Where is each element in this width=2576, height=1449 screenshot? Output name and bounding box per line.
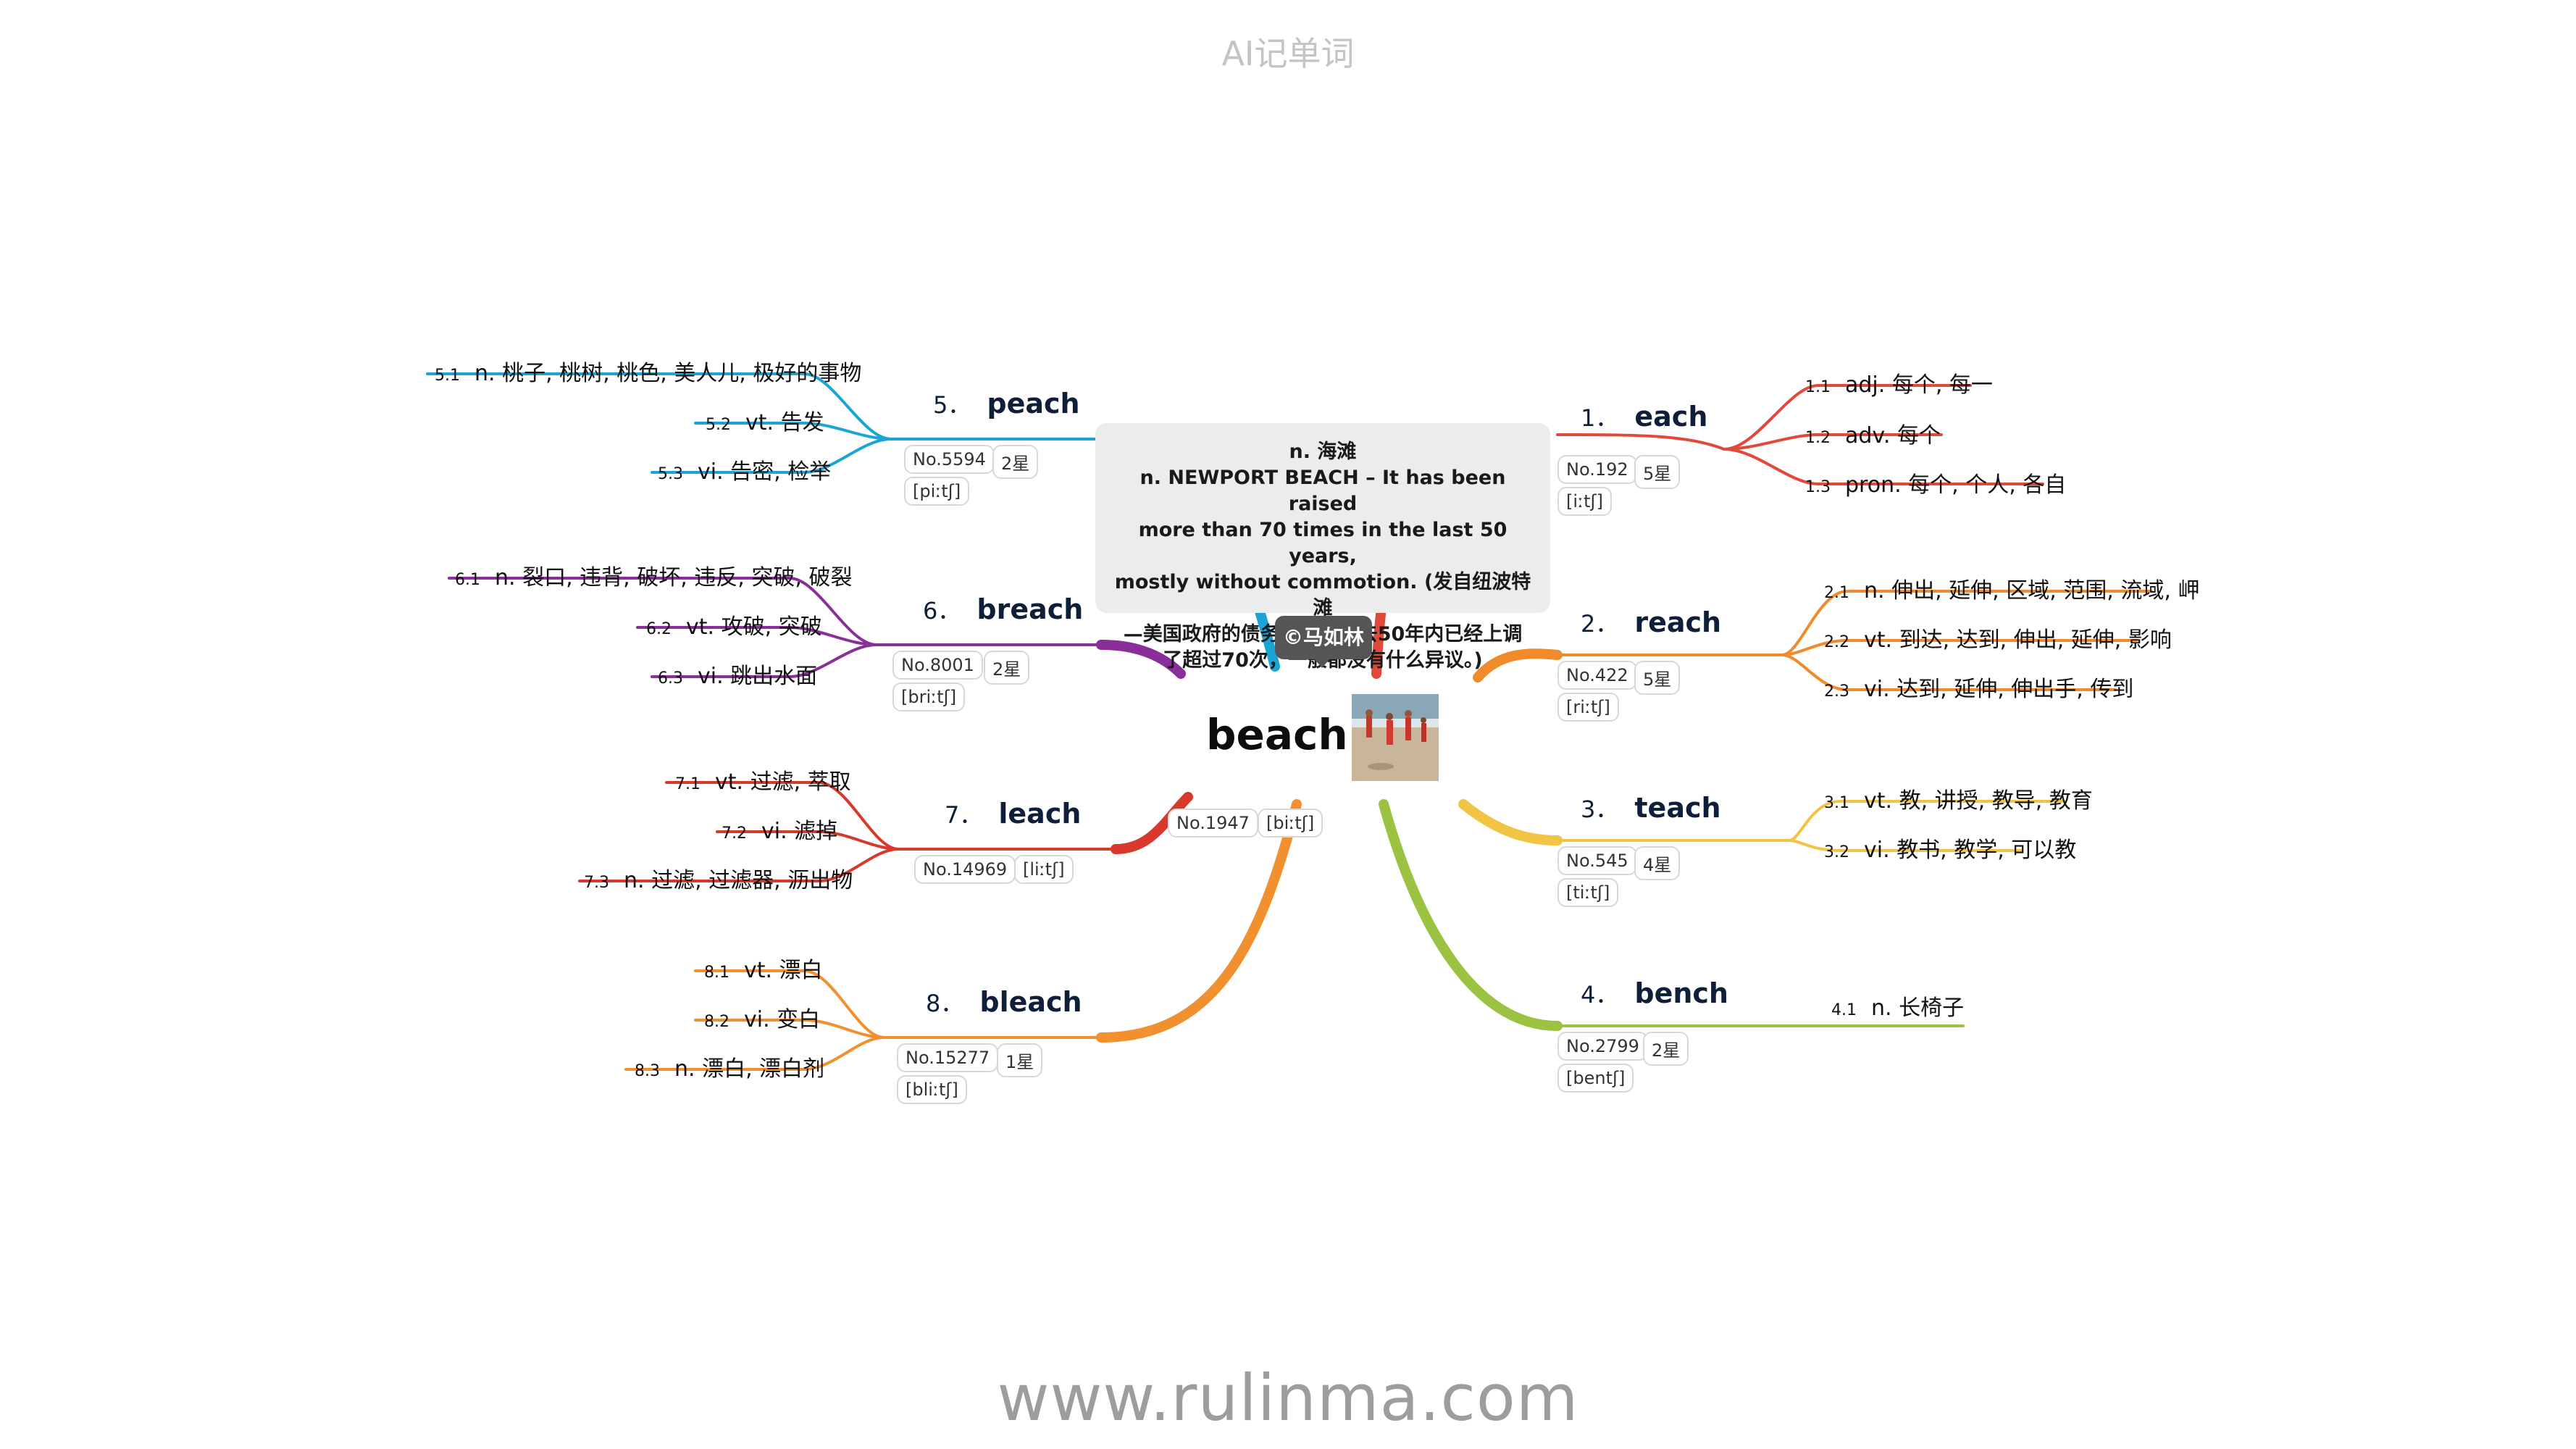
beach-photo <box>1352 694 1439 781</box>
center-word: beach <box>1206 710 1348 759</box>
footer-url: www.rulinma.com <box>997 1361 1579 1435</box>
branch-word-breach: 6．breach <box>923 593 1084 625</box>
branch-word-teach: 3．teach <box>1581 792 1721 824</box>
note-line: mostly without commotion. (发自纽波特滩 <box>1114 571 1531 619</box>
reach-def-connector-3 <box>1781 653 2117 691</box>
header-title: AI记单词 <box>1221 34 1355 73</box>
bleach-def-connector-2 <box>694 1019 885 1039</box>
leach-trunk <box>1111 792 1193 854</box>
bleach-def-connector-1 <box>694 969 885 1039</box>
each-stars-tag: 5星 <box>1634 455 1681 489</box>
bench-stars-tag: 2星 <box>1643 1032 1689 1066</box>
branch-word-leach: 7．leach <box>945 798 1082 830</box>
leach-phonetic-tag: [liːtʃ] <box>1014 855 1074 884</box>
branch-word-reach: 2．reach <box>1581 606 1722 638</box>
teach-trunk <box>1458 799 1563 845</box>
teach-def-connector-2 <box>1788 839 2023 852</box>
teach-def-connector-1 <box>1788 800 2066 842</box>
breach-phonetic-tag: [briːtʃ] <box>892 682 966 711</box>
each-number-tag: No.192 <box>1557 455 1637 484</box>
bleach-number-tag: No.15277 <box>897 1043 999 1072</box>
bench-trunk <box>1379 799 1563 1031</box>
leach-def-connector-3 <box>578 848 900 882</box>
teach-phonetic-tag: [tiːtʃ] <box>1557 878 1619 907</box>
note-line: more than 70 times in the last 50 years, <box>1138 519 1507 567</box>
breach-number-tag: No.8001 <box>892 651 983 680</box>
peach-def-connector-1 <box>426 372 892 440</box>
leach-def-connector-2 <box>716 830 900 851</box>
bleach-stars-tag: 1星 <box>997 1043 1043 1077</box>
teach-number-tag: No.545 <box>1557 846 1637 875</box>
breach-stars-tag: 2星 <box>984 651 1030 685</box>
reach-def-connector-2 <box>1781 639 2138 656</box>
reach-number-tag: No.422 <box>1557 661 1637 690</box>
branch-word-bench: 4．bench <box>1581 977 1728 1009</box>
center-note-box: n. 海滩 n. NEWPORT BEACH – It has been rai… <box>1095 423 1550 672</box>
bleach-def-connector-3 <box>624 1036 885 1071</box>
peach-phonetic-tag: [piːtʃ] <box>904 477 970 506</box>
peach-stars-tag: 2星 <box>992 445 1039 479</box>
reach-stars-tag: 5星 <box>1634 661 1681 695</box>
reach-phonetic-tag: [riːtʃ] <box>1557 693 1619 722</box>
center-number-tag: No.1947 <box>1168 809 1258 838</box>
each-underline <box>1556 433 1726 451</box>
note-line: n. 海滩 <box>1289 440 1357 463</box>
breach-trunk <box>1096 640 1186 679</box>
bleach-phonetic-tag: [bliːtʃ] <box>897 1075 967 1104</box>
reach-trunk <box>1473 648 1563 682</box>
breach-def-connector-1 <box>448 577 878 646</box>
each-def-connector-2 <box>1723 433 1943 451</box>
leach-number-tag: No.14969 <box>914 855 1016 884</box>
breach-def-connector-2 <box>636 626 878 646</box>
reach-def-connector-1 <box>1781 590 2153 656</box>
peach-def-connector-3 <box>651 438 892 474</box>
peach-number-tag: No.5594 <box>904 445 995 474</box>
branch-word-peach: 5．peach <box>933 388 1080 419</box>
leach-def-connector-1 <box>665 781 900 851</box>
breach-def-connector-3 <box>651 643 878 678</box>
teach-stars-tag: 4星 <box>1634 846 1681 880</box>
branch-word-bleach: 8．bleach <box>926 986 1082 1018</box>
bench-number-tag: No.2799 <box>1557 1032 1648 1061</box>
peach-def-connector-2 <box>694 422 892 440</box>
each-def-connector-1 <box>1723 384 1972 451</box>
bleach-trunk <box>1096 799 1302 1043</box>
note-line: n. NEWPORT BEACH – It has been raised <box>1139 467 1506 515</box>
each-def-connector-3 <box>1723 448 2044 485</box>
credit-badge: ©马如林 <box>1275 616 1372 659</box>
branch-word-each: 1．each <box>1581 401 1708 433</box>
each-phonetic-tag: [iːtʃ] <box>1557 487 1612 516</box>
credit-pointer <box>1313 658 1331 668</box>
center-phonetic-tag: [biːtʃ] <box>1258 809 1323 838</box>
bench-phonetic-tag: [bentʃ] <box>1557 1064 1634 1093</box>
